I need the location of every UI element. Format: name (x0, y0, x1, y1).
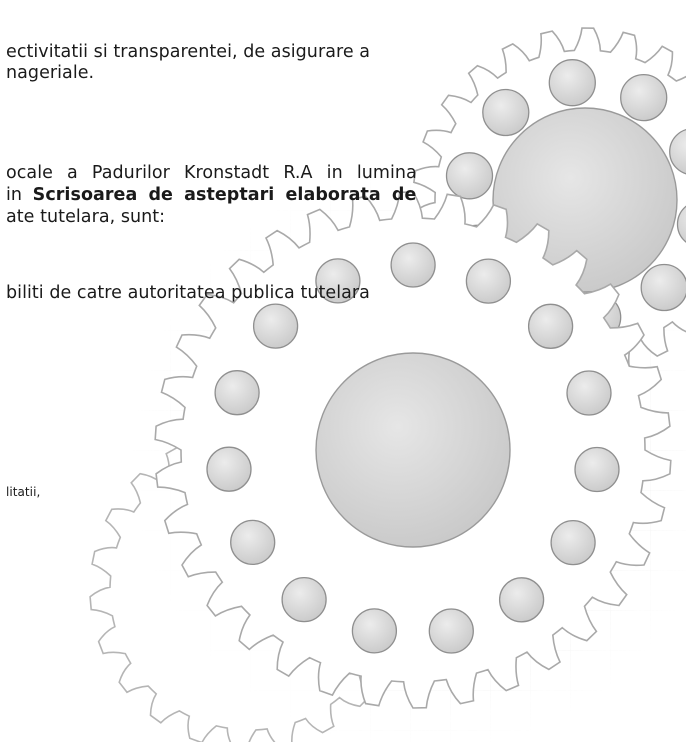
paragraph-3-line-1: biliti de catre autoritatea publica tute… (6, 283, 370, 303)
main-gear-hub (315, 352, 511, 548)
small-note: litatii, (6, 485, 41, 499)
letter-of-expectations-title: Scrisoarea de asteptari elaborata de (32, 185, 417, 205)
top-gear-hole (482, 88, 530, 137)
main-gear-hole (315, 258, 361, 304)
main-gear-hole (465, 258, 512, 304)
paragraph-1-line-1: ectivitatii si transparentei, de asigura… (6, 42, 371, 62)
paragraph-2-line-3: ate tutelara, sunt: (6, 207, 166, 227)
paragraph-1-line-2: nageriale. (6, 63, 95, 83)
top-gear-hole (676, 205, 686, 243)
top-gear-hole (445, 152, 494, 200)
top-gear-hole (640, 263, 686, 312)
main-gear-hole (281, 576, 327, 623)
main-gear-hole (351, 608, 398, 654)
main-gear-hole (252, 303, 299, 349)
main-gear-hole (566, 370, 612, 416)
paragraph-2-line-1: ocale a Padurilor Kronstadt R.A in lumin… (6, 163, 417, 183)
main-gear-icon (154, 191, 672, 709)
paragraph-2-line-2: in Scrisoarea de asteptari elaborata de (6, 185, 416, 206)
main-gear-hole (527, 303, 574, 349)
main-gear-hole (574, 446, 620, 493)
main-gear-hole (390, 242, 436, 288)
top-gear-hole (620, 73, 668, 122)
main-gear-hole (550, 519, 596, 566)
top-gear-hole (669, 129, 686, 175)
main-gear-hole (498, 577, 545, 623)
main-gear-hole (230, 519, 276, 566)
paragraph-2-line-2-prefix: in (6, 185, 33, 205)
top-gear-hole (548, 59, 596, 107)
main-gear-hole (214, 370, 260, 416)
main-gear-hole (206, 446, 252, 492)
main-gear-hole (428, 608, 474, 654)
